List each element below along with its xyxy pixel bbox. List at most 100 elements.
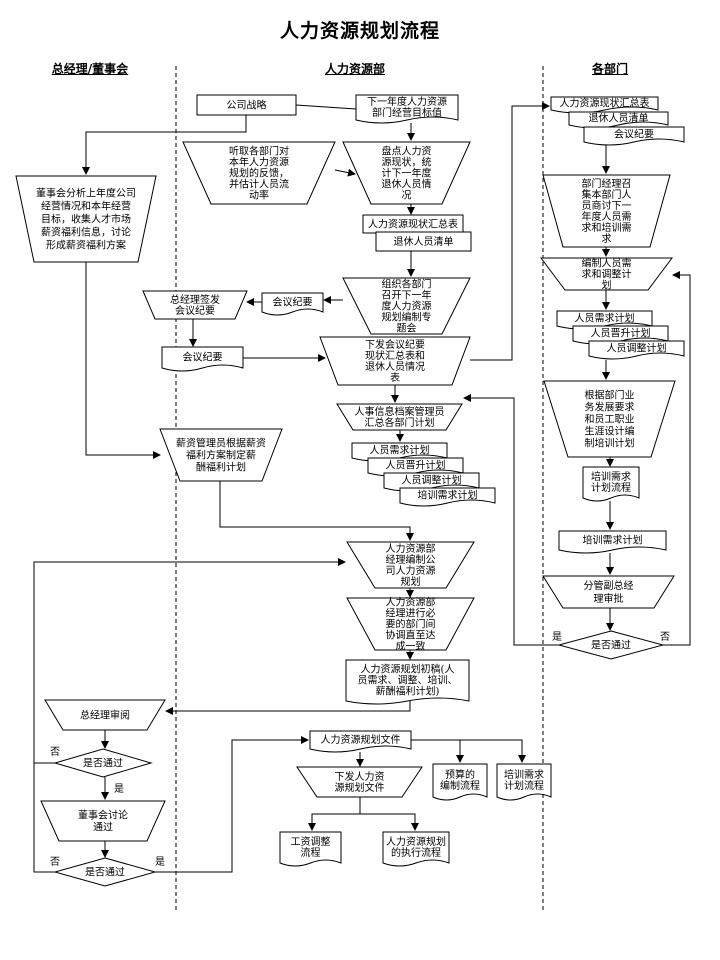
training-plan-text: 培训需求计划 xyxy=(583,534,643,547)
budget-flow-text: 预算的 xyxy=(445,768,475,781)
plan-stack-hr-3-text: 人员调整计划 xyxy=(402,474,462,487)
listen-feedback-text: 并估计人员流 xyxy=(229,178,289,191)
conn-strategy-board xyxy=(82,115,247,175)
exec-flow-text: 人力资源规划 xyxy=(386,835,446,848)
organize-meeting-text: 召开下一年 xyxy=(382,289,432,302)
page-title: 人力资源规划流程 xyxy=(279,20,440,42)
organize-meeting-text: 度人力资源 xyxy=(382,300,432,313)
plan-stack-hr-1: 人员需求计划 xyxy=(351,442,448,462)
archive-manager-text: 人事信息档案管理员 xyxy=(355,405,445,418)
budget-flow-text: 编制流程 xyxy=(440,779,480,792)
conn-decision2-no xyxy=(33,763,55,873)
dept-manager-text: 员商讨下一 xyxy=(582,199,632,212)
label-no-1: 否 xyxy=(50,746,60,758)
decision-1-text: 是否通过 xyxy=(83,757,123,770)
plan-stack-hr-1-text: 人员需求计划 xyxy=(370,444,430,457)
hr-summary-1-text: 人力资源现状汇总表 xyxy=(368,218,458,231)
conn-decision3-no xyxy=(663,271,691,646)
retire-list-1: 退休人员清单 xyxy=(375,231,472,252)
lane-header-hr: 人力资源部 xyxy=(324,62,385,76)
next-year-goal-text: 下一年度人力资源 xyxy=(367,95,447,108)
label-no-2: 否 xyxy=(50,856,60,868)
wage-flow-text: 流程 xyxy=(301,846,321,859)
conn-doc-budget xyxy=(411,739,464,763)
conn-strategy-goal xyxy=(295,104,357,110)
wage-flow-text: 工资调整 xyxy=(291,835,331,848)
conn-issue-exec xyxy=(360,813,419,831)
lane-header-gm: 总经理/董事会 xyxy=(51,62,129,76)
inventory-text: 退休人员情 xyxy=(382,178,432,191)
issue-doc-text: 下发人力资 xyxy=(335,770,385,783)
hr-plan-doc: 人力资源规划文件 xyxy=(309,730,412,753)
plan-stack-hr-2-text: 人员晋升计划 xyxy=(386,459,446,472)
decision-2: 是否通过 xyxy=(53,857,157,887)
dept-compile-text: 划 xyxy=(602,279,612,292)
plan-stack-dept-3: 人员调整计划 xyxy=(588,340,685,360)
dept-summary-text: 人力资源现状汇总表 xyxy=(560,97,650,110)
board-analysis-text: 目标，收集人才市场 xyxy=(41,213,131,226)
hr-manager-coord-text: 要的部门间 xyxy=(386,618,436,631)
draft-text: 员需求、调整、培训、 xyxy=(358,674,458,687)
minutes-hr: 会议纪要 xyxy=(261,292,324,316)
label-yes-1: 是 xyxy=(114,783,124,795)
plan-stack-hr-4: 培训需求计划 xyxy=(399,487,496,507)
dept-training-text: 生涯设计编 xyxy=(585,425,635,438)
organize-meeting-text: 规划编制专 xyxy=(382,311,432,324)
listen-feedback-text: 本年人力资源 xyxy=(229,156,289,169)
board-discuss-text: 通过 xyxy=(93,821,113,834)
shapes: 公司战略下一年度人力资源部门经营目标值听取各部门对本年人力资源规划的反馈，并估计… xyxy=(15,94,685,887)
plan-stack-hr-2: 人员晋升计划 xyxy=(367,457,464,477)
hr-manager-coord-text: 经理进行必 xyxy=(386,607,436,620)
dept-training-text: 务发展要求 xyxy=(585,401,635,414)
hr-manager-coord-text: 协调直至达 xyxy=(386,629,436,642)
hr-manager-plan-text: 司人力资源 xyxy=(386,564,436,577)
gm-sign-text: 总经理签发 xyxy=(170,293,220,306)
company-strategy: 公司战略 xyxy=(196,94,297,116)
next-year-goal-text: 部门经营目标值 xyxy=(372,106,442,119)
board-analysis-text: 薪资福利信息，讨论 xyxy=(41,226,131,239)
dept-manager-text: 求和培训需 xyxy=(582,221,632,234)
training-flow-out-text: 计划流程 xyxy=(504,779,544,792)
hr-manager-plan-text: 经理编制公 xyxy=(386,553,436,566)
dept-manager-text: 年度人员需 xyxy=(582,210,632,223)
dept-retire: 退休人员清单 xyxy=(568,111,669,129)
plan-stack-dept-3-text: 人员调整计划 xyxy=(607,342,667,355)
conn-decision1-no xyxy=(33,558,346,764)
dept-training-text: 和员工职业 xyxy=(585,414,635,426)
dept-manager-text: 部门经理召 xyxy=(582,177,632,190)
decision-1: 是否通过 xyxy=(53,748,153,778)
gm-review: 总经理审阅 xyxy=(44,699,166,731)
conn-decision3-yes xyxy=(463,394,559,646)
distribute-text: 表 xyxy=(390,371,400,384)
vp-approval-text: 理审批 xyxy=(594,592,624,605)
hr-manager-plan-text: 规划 xyxy=(401,575,421,588)
decision-2-text: 是否通过 xyxy=(85,866,125,879)
dept-manager-text: 求 xyxy=(602,233,612,245)
hr-summary-1: 人力资源现状汇总表 xyxy=(362,214,464,234)
minutes-hr-text: 会议纪要 xyxy=(273,296,313,309)
inventory-text: 源现状，统 xyxy=(382,156,432,169)
conn-distribute-dept xyxy=(470,102,550,361)
plan-stack-dept-1-text: 人员需求计划 xyxy=(575,312,635,325)
listen-feedback-text: 动率 xyxy=(249,189,269,202)
minutes-gm-text: 会议纪要 xyxy=(183,351,223,364)
plan-stack-dept-2: 人员晋升计划 xyxy=(572,325,669,345)
inventory-text: 计下一年度 xyxy=(382,167,432,180)
decision-3: 是否通过 xyxy=(557,630,665,660)
training-flow-text: 培训需求 xyxy=(591,470,631,483)
board-analysis-text: 董事会分析上年度公司 xyxy=(36,187,136,200)
retire-list-1-text: 退休人员清单 xyxy=(394,235,454,248)
conn-issue-wage xyxy=(308,797,361,831)
issue-doc-text: 源规划文件 xyxy=(335,781,385,794)
conn-comp-hrplan xyxy=(219,481,414,541)
